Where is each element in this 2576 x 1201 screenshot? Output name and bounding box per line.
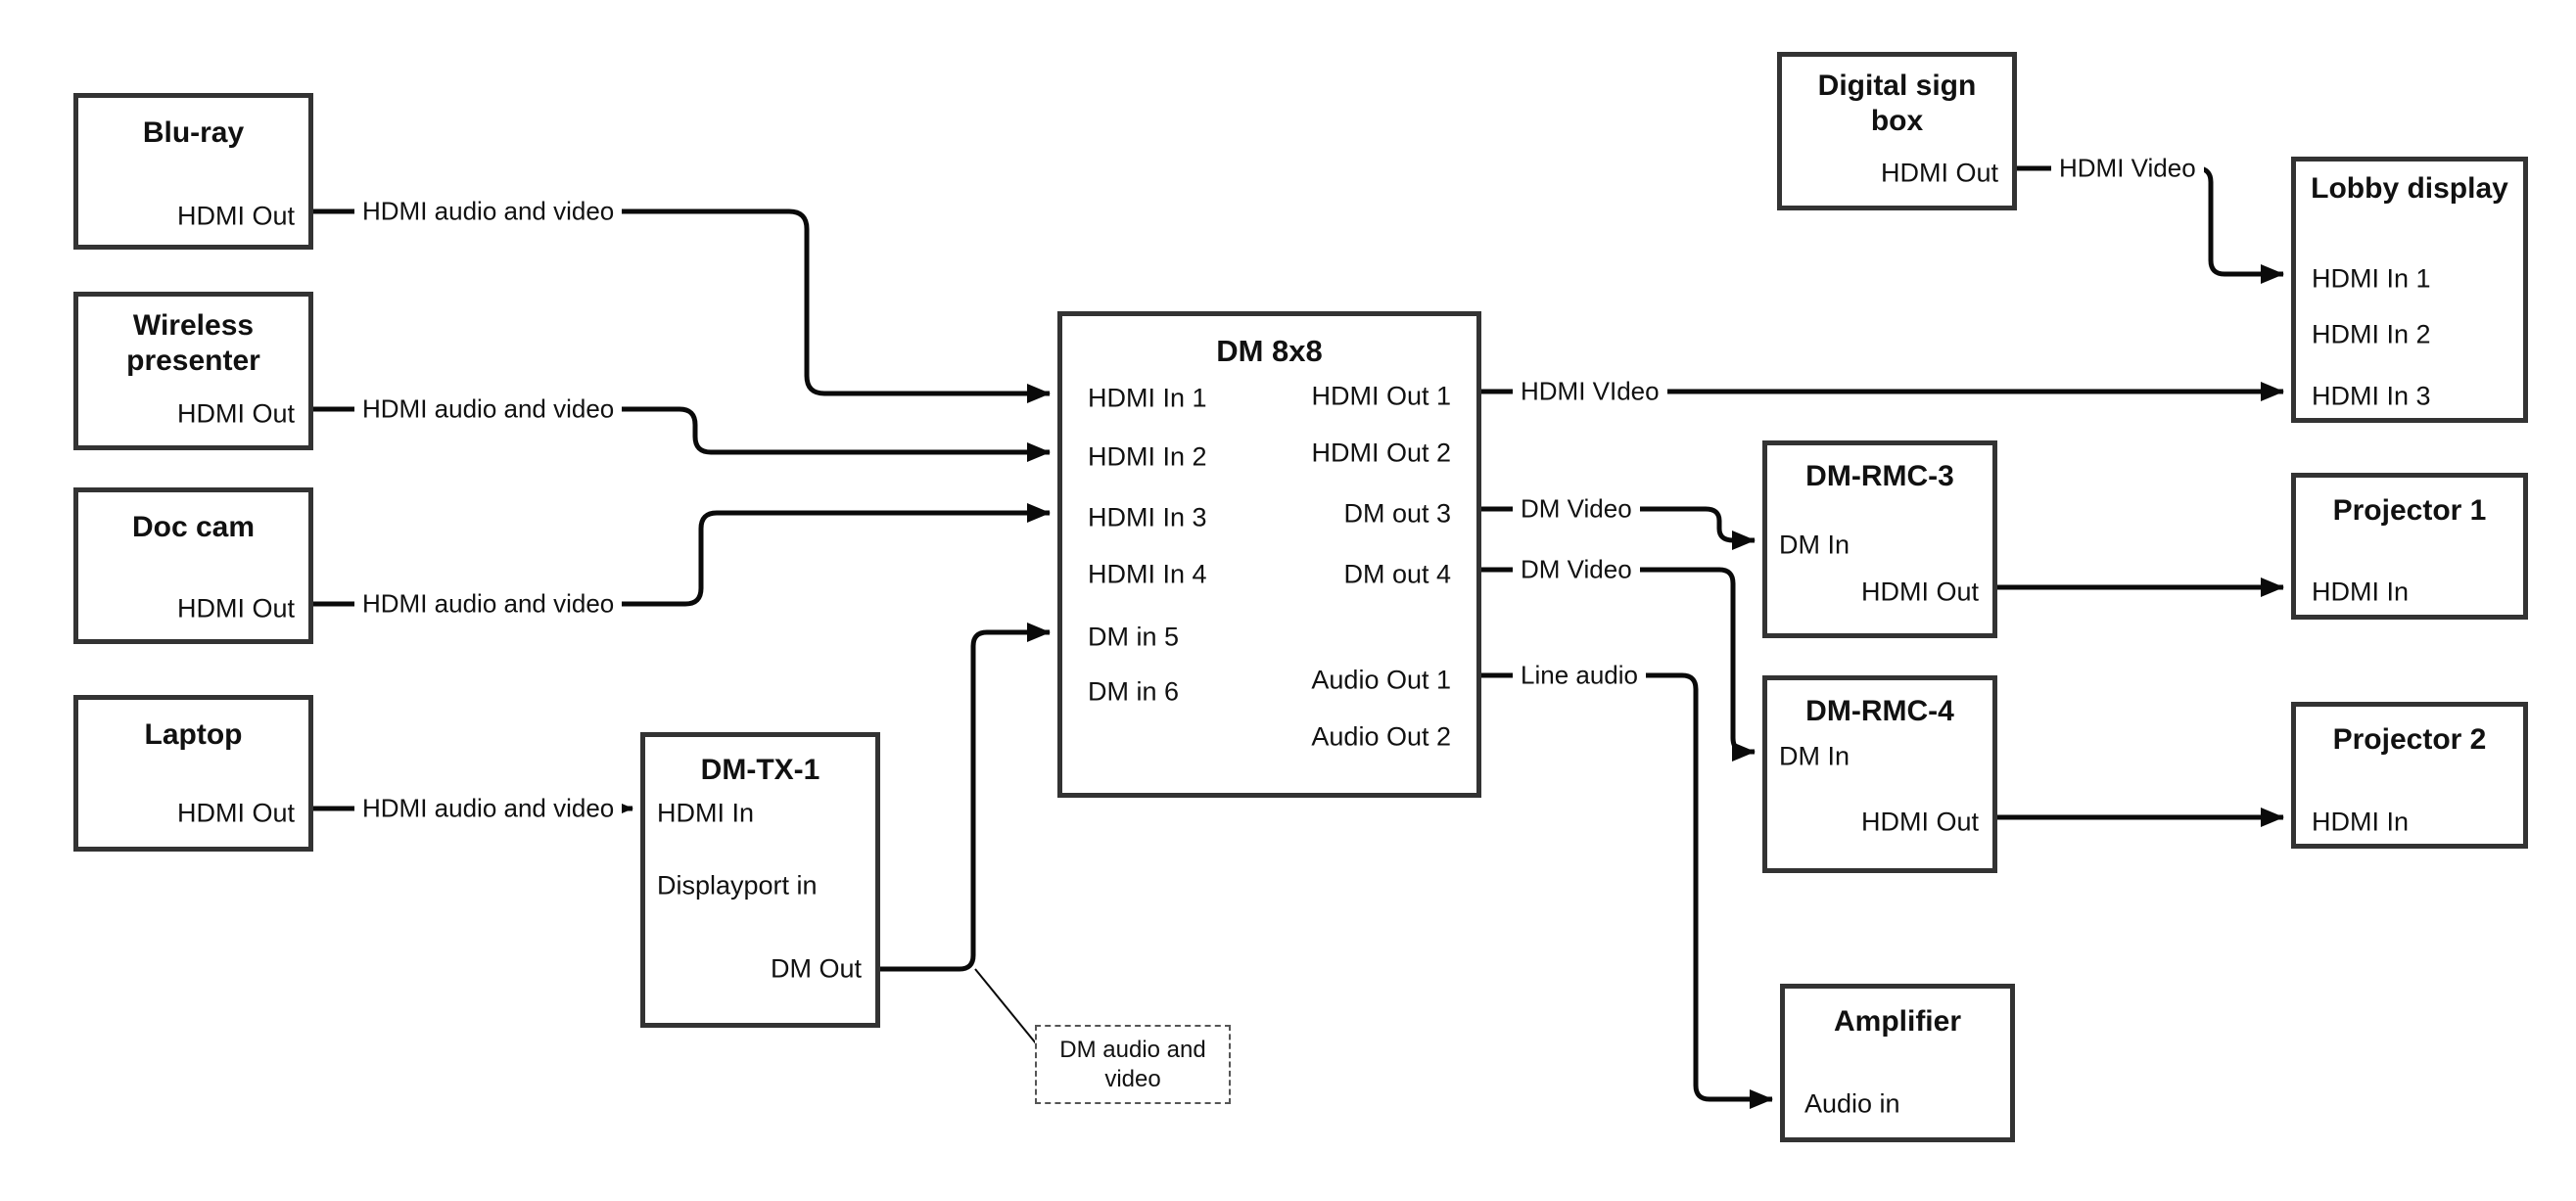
port-dm8x8-dm-out-3: DM out 3 [1343, 498, 1451, 529]
node-dm-rmc-3: DM-RMC-3 DM In HDMI Out [1762, 440, 1997, 638]
node-dm-tx-1: DM-TX-1 HDMI In Displayport in DM Out [640, 732, 880, 1028]
node-title: DM-RMC-3 [1805, 460, 1954, 492]
edge-label-wireless-hdmi-av: HDMI audio and video [354, 393, 623, 425]
edge-label-hdmi-video-out1: HDMI VIdeo [1513, 375, 1667, 407]
edge-label-hdmi-video-sign: HDMI Video [2051, 152, 2204, 184]
edge-label-dm-video-out3: DM Video [1513, 492, 1640, 525]
port-dm8x8-audio-out-1: Audio Out 1 [1311, 665, 1451, 695]
node-title: Laptop [144, 718, 243, 751]
edge-label-laptop-hdmi-av: HDMI audio and video [354, 792, 623, 824]
edge-wireless-to-dm8x8-in2 [313, 406, 1051, 462]
port-dm8x8-hdmi-in-2: HDMI In 2 [1088, 441, 1207, 472]
port-doc-cam-hdmi-out: HDMI Out [176, 593, 295, 624]
node-projector-2: Projector 2 HDMI In [2291, 702, 2528, 849]
port-dm8x8-dm-out-4: DM out 4 [1343, 559, 1451, 589]
edge-label-line-audio: Line audio [1513, 659, 1646, 691]
edge-dm8x8-out3-to-rmc3-dmin [1481, 506, 1756, 550]
edge-sign-to-lobby-in1 [2017, 165, 2284, 284]
note-dm-audio-video: DM audio and video [1035, 1025, 1231, 1104]
port-dm8x8-hdmi-in-4: HDMI In 4 [1088, 559, 1207, 589]
port-dm8x8-hdmi-out-1: HDMI Out 1 [1311, 381, 1451, 411]
node-title: Lobby display [2311, 172, 2508, 205]
port-amplifier-audio-in: Audio in [1804, 1088, 1900, 1119]
port-dm8x8-dm-in-6: DM in 6 [1088, 676, 1180, 707]
port-lobby-hdmi-in-3: HDMI In 3 [2312, 381, 2431, 411]
port-lobby-hdmi-in-2: HDMI In 2 [2312, 319, 2431, 349]
port-rmc3-dm-in: DM In [1779, 530, 1850, 560]
note-text: DM audio and video [1059, 1036, 1206, 1092]
port-dm8x8-dm-in-5: DM in 5 [1088, 622, 1180, 652]
node-title: Doc cam [131, 511, 256, 543]
port-dm8x8-hdmi-in-3: HDMI In 3 [1088, 502, 1207, 532]
port-sign-hdmi-out: HDMI Out [1880, 158, 1998, 188]
port-blu-ray-hdmi-out: HDMI Out [176, 201, 295, 231]
edge-label-bluray-hdmi-av: HDMI audio and video [354, 195, 623, 227]
node-title: Wireless presenter [126, 309, 260, 377]
node-projector-1: Projector 1 HDMI In [2291, 473, 2528, 620]
port-projector2-hdmi-in: HDMI In [2312, 807, 2410, 837]
port-dm8x8-audio-out-2: Audio Out 2 [1311, 721, 1451, 752]
node-blu-ray: Blu-ray HDMI Out [73, 93, 313, 250]
node-wireless-presenter: Wireless presenter HDMI Out [73, 292, 313, 450]
node-title: DM 8x8 [1216, 334, 1323, 368]
edge-bluray-to-dm8x8-in1 [313, 208, 1051, 403]
port-wireless-hdmi-out: HDMI Out [176, 398, 295, 429]
port-rmc4-hdmi-out: HDMI Out [1860, 807, 1979, 837]
port-projector1-hdmi-in: HDMI In [2312, 577, 2410, 607]
node-dm-rmc-4: DM-RMC-4 DM In HDMI Out [1762, 675, 1997, 873]
edge-dmtx1-dmout-to-dm8x8-in5 [880, 623, 1051, 972]
node-lobby-display: Lobby display HDMI In 1 HDMI In 2 HDMI I… [2291, 157, 2528, 423]
edge-label-doccam-hdmi-av: HDMI audio and video [354, 587, 623, 620]
port-dmtx1-hdmi-in: HDMI In [657, 798, 755, 828]
node-amplifier: Amplifier Audio in [1780, 984, 2015, 1142]
port-dmtx1-displayport-in: Displayport in [657, 870, 818, 901]
port-rmc3-hdmi-out: HDMI Out [1860, 577, 1979, 607]
port-rmc4-dm-in: DM In [1779, 741, 1850, 771]
edge-dm8x8-out4-to-rmc4-dmin [1481, 567, 1756, 762]
node-digital-sign-box: Digital sign box HDMI Out [1777, 52, 2017, 210]
node-title: DM-RMC-4 [1805, 695, 1954, 727]
node-title: Amplifier [1833, 1005, 1962, 1038]
port-lobby-hdmi-in-1: HDMI In 1 [2312, 263, 2431, 294]
edge-dm8x8-audio1-to-amplifier [1481, 672, 1773, 1109]
node-laptop: Laptop HDMI Out [73, 695, 313, 852]
port-dmtx1-dm-out: DM Out [770, 953, 862, 984]
edge-doccam-to-dm8x8-in3 [313, 503, 1051, 607]
node-title: Digital sign box [1817, 69, 1977, 137]
node-doc-cam: Doc cam HDMI Out [73, 487, 313, 644]
node-title: Projector 1 [2332, 494, 2487, 527]
port-dm8x8-hdmi-out-2: HDMI Out 2 [1311, 438, 1451, 468]
edge-label-dm-video-out4: DM Video [1513, 553, 1640, 585]
port-dm8x8-hdmi-in-1: HDMI In 1 [1088, 383, 1207, 413]
port-laptop-hdmi-out: HDMI Out [176, 798, 295, 828]
node-title: Blu-ray [142, 116, 245, 149]
note-callout-line [974, 968, 1037, 1044]
node-title: DM-TX-1 [700, 754, 820, 786]
node-dm-8x8: DM 8x8 HDMI In 1 HDMI In 2 HDMI In 3 HDM… [1057, 311, 1481, 798]
node-title: Projector 2 [2332, 723, 2487, 756]
